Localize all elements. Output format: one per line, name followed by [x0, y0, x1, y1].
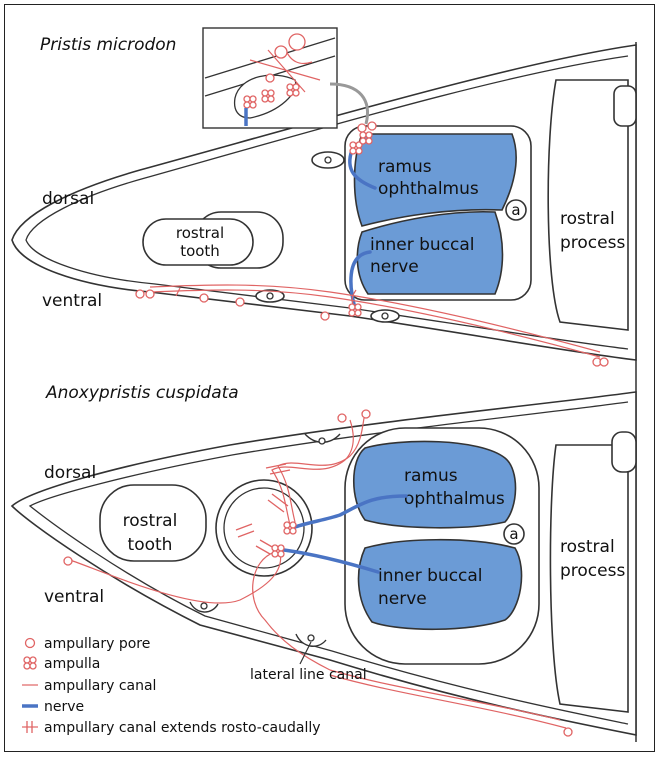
rostral-process-notch: [612, 432, 636, 472]
species-title: Pristis microdon: [40, 35, 176, 55]
legend-label-ampulla: ampulla: [44, 656, 100, 672]
buccal-label-2: nerve: [378, 589, 427, 609]
legend-label-canal: ampullary canal: [44, 678, 156, 694]
rostral-tooth-label-2: tooth: [180, 242, 220, 260]
dorsal-label: dorsal: [44, 463, 96, 483]
legend-extends-icon: [22, 721, 38, 733]
ventral-label: ventral: [44, 587, 104, 607]
panel-pristis: Pristis microdon rostral tooth a ramus o…: [12, 28, 636, 366]
species-title: Anoxypristis cuspidata: [45, 383, 239, 403]
legend-ampulla-icon: [24, 657, 36, 669]
rostral-tooth-label-2: tooth: [128, 535, 173, 555]
ramus-label-2: ophthalmus: [378, 179, 479, 199]
legend-label-extends: ampullary canal extends rosto-caudally: [44, 720, 321, 736]
marker-a-label: a: [511, 201, 520, 219]
rostral-process-label-2: process: [560, 561, 625, 581]
rostral-process-notch: [614, 86, 636, 126]
ramus-label-2: ophthalmus: [404, 489, 505, 509]
marker-a-label: a: [509, 525, 518, 543]
rostral-tooth-label-1: rostral: [176, 224, 224, 242]
rostral-process-label-1: rostral: [560, 209, 615, 229]
inset-detail: [203, 28, 337, 128]
buccal-label-2: nerve: [370, 257, 419, 277]
rostral-tooth-label-1: rostral: [123, 511, 178, 531]
buccal-label-1: inner buccal: [378, 566, 483, 586]
legend-label-nerve: nerve: [44, 699, 84, 715]
buccal-label-1: inner buccal: [370, 235, 475, 255]
legend-pore-icon: [26, 639, 35, 648]
rostral-process-label-2: process: [560, 233, 625, 253]
ramus-label-1: ramus: [404, 466, 458, 486]
ramus-label-1: ramus: [378, 157, 432, 177]
legend-label-pore: ampullary pore: [44, 636, 150, 652]
dorsal-label: dorsal: [42, 189, 94, 209]
legend: ampullary pore ampulla ampullary canal n…: [22, 636, 321, 736]
lateral-line-canal-label: lateral line canal: [250, 667, 367, 683]
ventral-label: ventral: [42, 291, 102, 311]
rostral-process-label-1: rostral: [560, 537, 615, 557]
